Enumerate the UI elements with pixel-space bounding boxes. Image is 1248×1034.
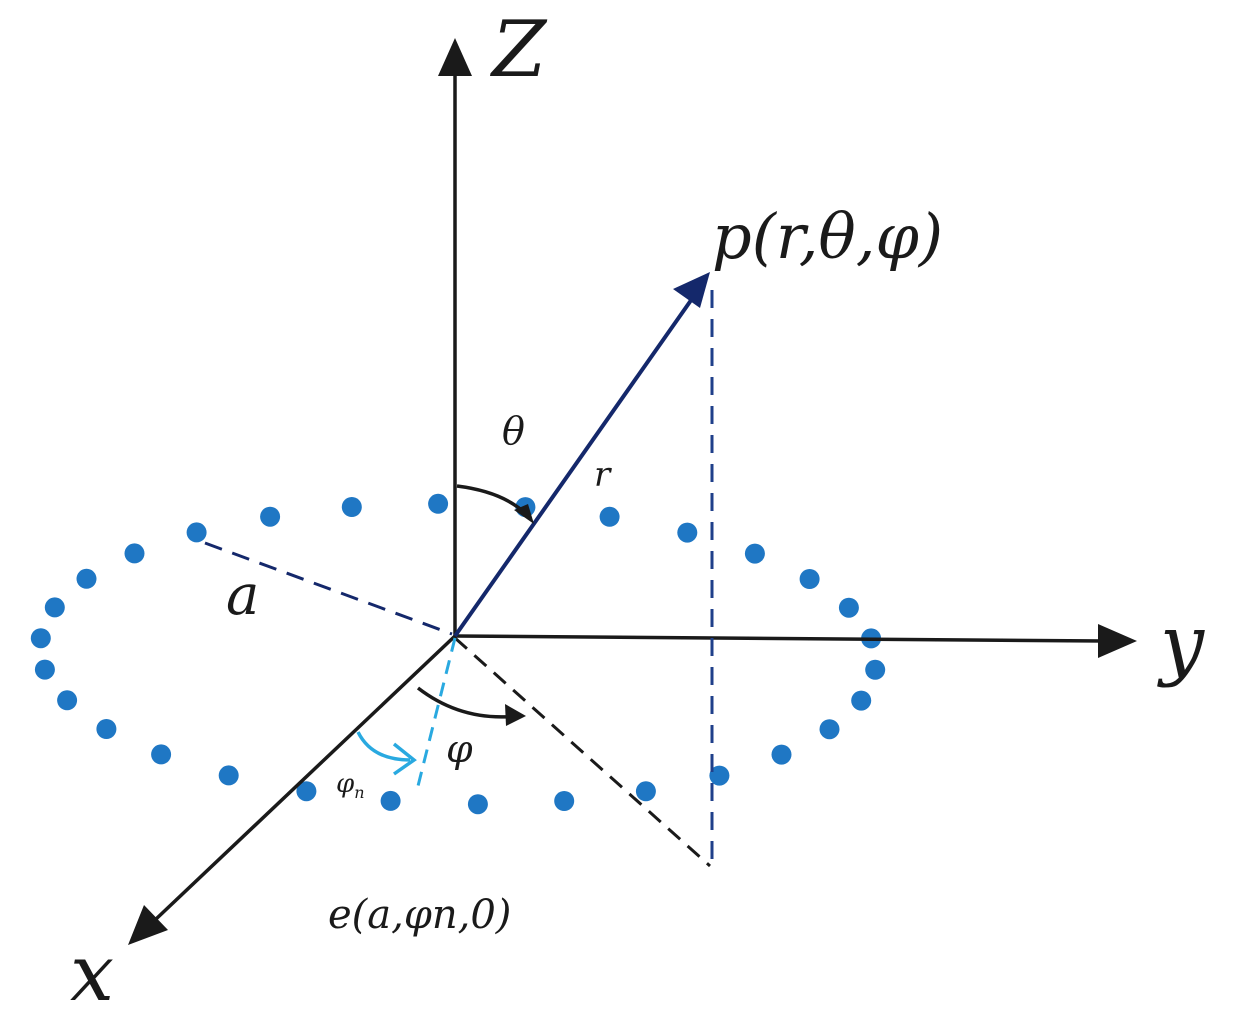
theta-arc-arrowhead (514, 504, 534, 524)
phi-arc (416, 686, 519, 719)
array-element-dot (467, 794, 488, 815)
r-label: r (594, 455, 612, 495)
array-element-dot (838, 597, 859, 618)
position-vector-r (453, 294, 696, 638)
array-element-dot (57, 690, 78, 711)
array-element-dot (76, 568, 97, 589)
x-axis-arrowhead (128, 905, 168, 945)
array-element-dot (599, 506, 620, 527)
array-element-dot (744, 543, 765, 564)
phi-arc-arrowhead (505, 704, 526, 726)
element-coordinate-label: e(a,φn,0) (328, 892, 511, 938)
array-element-dot (771, 744, 792, 765)
element-direction-dashed (415, 637, 457, 791)
z-axis-arrowhead (438, 38, 472, 76)
array-element-dot (851, 690, 872, 711)
array-element-dot (635, 781, 656, 802)
array-element-dot (341, 497, 362, 517)
array-element-dot (34, 659, 55, 680)
array-element-dot (799, 569, 820, 589)
array-element-dot (677, 522, 698, 543)
radius-a-dashed (204, 541, 453, 636)
circular-array-elements (30, 493, 886, 815)
array-element-dot (44, 597, 65, 618)
z-axis-label: Z (489, 5, 548, 95)
phi-n-arrowhead (392, 742, 417, 776)
array-element-dot (380, 790, 401, 811)
phi-n-arc (356, 731, 411, 762)
array-element-dot (709, 765, 730, 786)
y-axis (454, 634, 1105, 643)
array-element-dot (96, 719, 117, 739)
array-element-dot (30, 628, 51, 649)
position-vector-arrowhead (673, 272, 710, 308)
phi-n-label: φn (336, 769, 365, 802)
array-element-dot (124, 543, 145, 564)
x-axis-label: x (70, 929, 114, 1019)
point-p-label: p(r,θ,φ) (712, 200, 943, 273)
array-element-dot (428, 493, 449, 514)
array-element-dot (554, 791, 575, 811)
radius-a-label: a (226, 563, 259, 628)
x-axis (153, 634, 457, 922)
array-element-dot (218, 765, 239, 786)
phi-label: φ (446, 727, 473, 771)
array-element-dot (151, 744, 172, 765)
y-axis-label: y (1157, 599, 1205, 689)
y-axis-arrowhead (1098, 624, 1137, 658)
phi-n-subscript: n (354, 783, 364, 802)
theta-label: θ (502, 409, 525, 453)
array-element-dot (865, 659, 886, 680)
projection-xy-dashed (454, 636, 711, 868)
array-element-dot (186, 522, 207, 543)
array-element-dot (819, 719, 840, 740)
array-element-dot (296, 781, 317, 802)
array-element-dot (260, 506, 281, 527)
phi-n-symbol: φ (336, 769, 355, 799)
